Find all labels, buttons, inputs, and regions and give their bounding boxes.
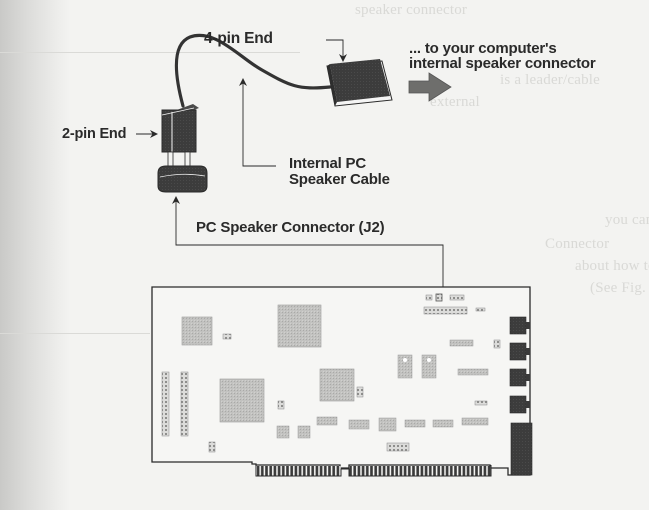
four-pin-connector — [326, 59, 393, 107]
speaker-modem-header — [386, 442, 410, 452]
cdrom-header — [180, 371, 189, 437]
jumper — [474, 400, 488, 406]
leader-j2 — [172, 196, 444, 296]
bleed-text: speaker connector — [355, 2, 468, 18]
bleed-text: Connector — [545, 236, 610, 252]
chip — [181, 316, 213, 346]
ic — [404, 419, 426, 428]
chip — [319, 368, 355, 402]
regulator — [397, 354, 413, 379]
sound-card-board — [151, 286, 533, 477]
jumper — [356, 386, 364, 398]
j2-pins — [435, 293, 443, 302]
label-destination-line2: internal speaker connector — [409, 55, 596, 72]
speaker-header-j2 — [157, 165, 208, 193]
cdrom-header — [161, 371, 170, 437]
header-block — [423, 306, 468, 315]
ic — [457, 368, 489, 376]
leader-four-pin — [326, 39, 347, 62]
ic — [348, 419, 370, 430]
jumper — [222, 333, 232, 340]
ic — [297, 425, 311, 439]
port-mic — [509, 342, 527, 361]
chip — [277, 304, 322, 348]
bleed-text: is a leader/cable — [500, 72, 601, 88]
jumper — [208, 441, 216, 453]
ic — [449, 339, 474, 347]
edge-connector-fingers — [257, 466, 341, 476]
label-two-pin-end: 2-pin End — [62, 126, 127, 142]
port-line-out — [509, 368, 527, 387]
ic — [316, 416, 338, 426]
port-game-midi — [510, 422, 533, 476]
speaker-cable — [174, 33, 332, 108]
bleed-text: you can — [605, 212, 649, 228]
bleed-text: external — [430, 94, 480, 110]
regulator — [421, 354, 437, 379]
jumper — [449, 294, 465, 301]
label-destination-line1: ... to your computer's — [409, 40, 557, 57]
ic — [432, 419, 454, 428]
bleed-text: about how to — [575, 258, 649, 274]
jumper — [425, 294, 433, 301]
bleed-rule — [0, 52, 300, 53]
page-edge-shadow — [0, 0, 70, 510]
two-pin-connector — [161, 104, 199, 171]
label-cable-line2: Speaker Cable — [289, 171, 390, 188]
bleed-rule — [0, 333, 150, 334]
jumper — [475, 307, 486, 312]
right-arrow-icon — [408, 72, 452, 102]
ic — [378, 417, 397, 432]
leader-cable — [239, 78, 276, 167]
label-four-pin-end: 4-pin End — [204, 30, 273, 47]
bleed-text: (See Fig. 3) — [590, 280, 649, 296]
label-cable-line1: Internal PC — [289, 155, 366, 172]
ic — [461, 417, 489, 426]
edge-connector-fingers — [349, 466, 491, 476]
port-line-in — [509, 316, 527, 335]
label-pc-speaker-connector: PC Speaker Connector (J2) — [196, 219, 385, 236]
port-phone — [509, 395, 527, 414]
jumper — [493, 339, 501, 349]
ic — [276, 425, 290, 439]
chip — [219, 378, 265, 423]
jumper — [277, 400, 285, 410]
